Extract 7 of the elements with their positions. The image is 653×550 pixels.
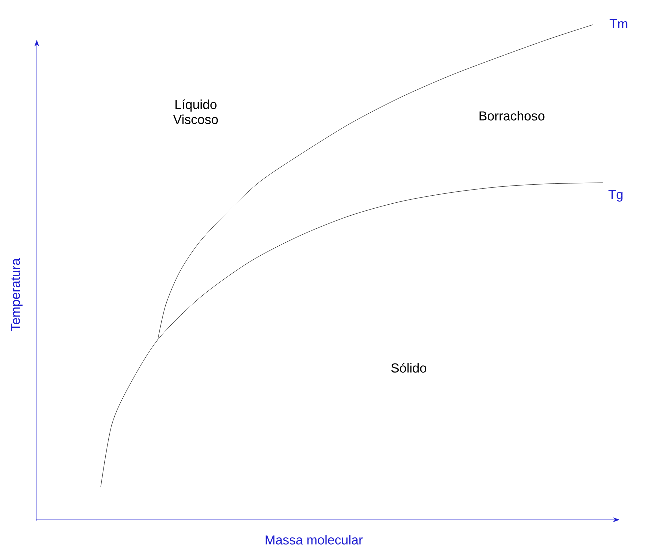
region-label: Borrachoso (480, 111, 545, 121)
region-label: Sólido (392, 363, 427, 373)
axis-label: Massa molecular (266, 535, 363, 545)
curve-label: Tg (608, 190, 623, 202)
region-label: Líquido Viscoso (173, 100, 218, 124)
curve-label: Tm (610, 20, 628, 28)
axis-label: Temperatura (11, 258, 23, 332)
